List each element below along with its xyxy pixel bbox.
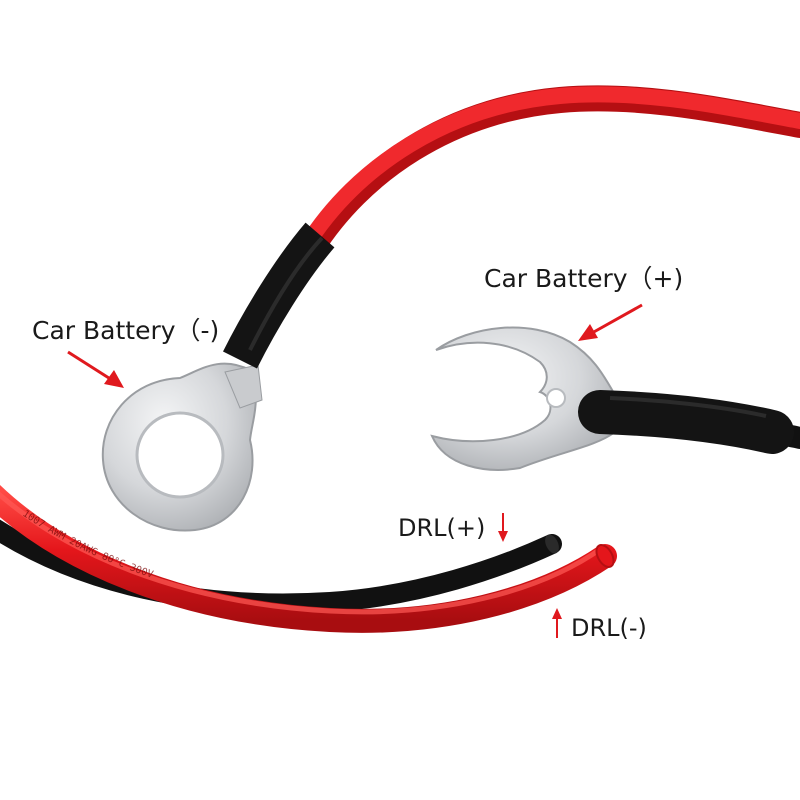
arrow-drl-positive	[498, 513, 508, 542]
red-wire-top	[297, 85, 800, 263]
heat-shrink-positive-sheen	[609, 396, 767, 418]
red-wire-cut-end	[595, 544, 615, 568]
red-wire-bottom-highlight	[0, 491, 605, 615]
fork-terminal	[430, 326, 616, 471]
heat-shrink-positive	[578, 390, 794, 454]
label-car-battery-positive: Car Battery（+)	[484, 264, 684, 293]
ring-terminal	[101, 362, 263, 532]
label-drl-negative: DRL(-)	[571, 614, 647, 642]
label-car-battery-negative: Car Battery（-)	[32, 316, 220, 345]
arrow-battery-negative	[67, 350, 124, 388]
heat-shrink-negative	[223, 222, 335, 369]
heat-shrink-negative-sheen	[248, 236, 324, 351]
arrow-battery-positive	[578, 303, 643, 341]
black-wire-cut-end	[545, 534, 559, 554]
red-wire-bottom	[0, 484, 617, 633]
arrow-drl-negative	[552, 608, 562, 638]
red-wire-top-highlight	[298, 86, 800, 254]
label-drl-positive: DRL(+)	[398, 514, 486, 542]
black-wire-bottom	[0, 519, 562, 614]
